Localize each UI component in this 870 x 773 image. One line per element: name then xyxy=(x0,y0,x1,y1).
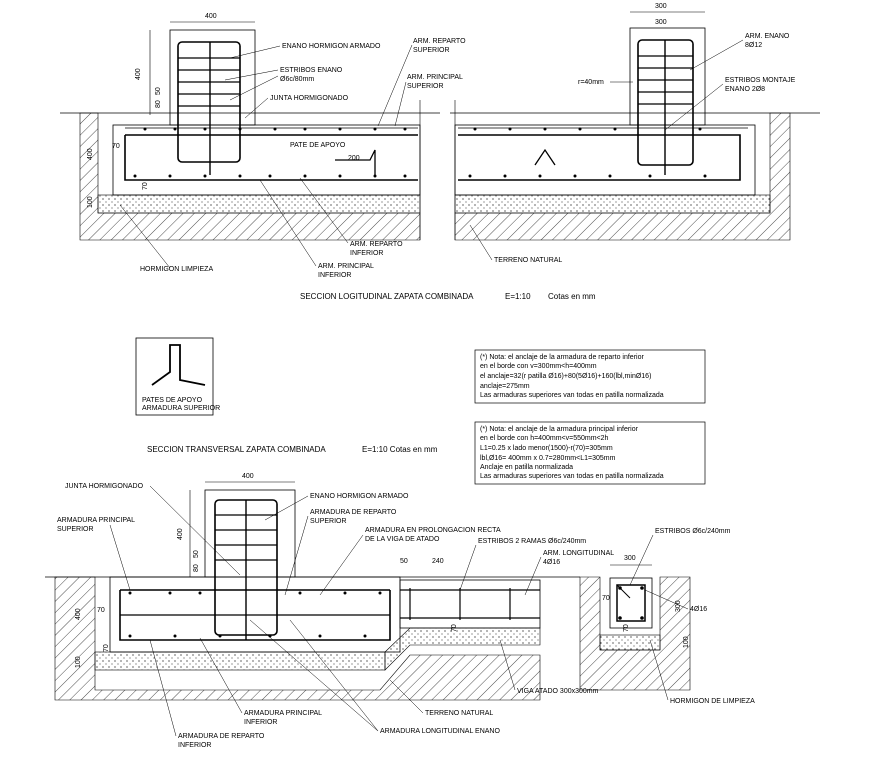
pates-label-2: ARMADURA SUPERIOR xyxy=(142,405,220,412)
b-dim-100: 100 xyxy=(75,656,82,668)
b-label-principal-sup-2: SUPERIOR xyxy=(57,526,94,533)
note1-line1: (*) Nota: el anclaje de la armadura de r… xyxy=(480,354,644,361)
bottom-section-scale: E=1:10 Cotas en mm xyxy=(362,445,438,454)
label-arm-enano-spec: 8Ø12 xyxy=(745,42,762,49)
note2-line2: en el borde con h=400mm<v=550mm<2h xyxy=(480,435,609,442)
v-label-4016: 4Ø16 xyxy=(690,606,707,613)
label-pate-apoyo: PATE DE APOYO xyxy=(290,142,346,149)
b-label-long-1: ARM. LONGITUDINAL xyxy=(543,550,614,557)
dim-300-outer: 300 xyxy=(655,3,667,10)
v-dim-70b: 70 xyxy=(623,624,630,632)
label-junta: JUNTA HORMIGONADO xyxy=(270,95,349,102)
b-label-enano: ENANO HORMIGON ARMADO xyxy=(310,493,409,500)
note2-line1: (*) Nota: el anclaje de la armadura prin… xyxy=(480,426,639,433)
note2-line5: Anclaje en patilla normalizada xyxy=(480,464,573,471)
label-reparto-inf-1: ARM. REPARTO xyxy=(350,241,403,248)
b-label-estribos2: ESTRIBOS 2 RAMAS Ø6c/240mm xyxy=(478,538,586,545)
note1-line4: anclaje=275mm xyxy=(480,383,530,390)
v-dim-70: 70 xyxy=(602,595,610,602)
dim-200: 200 xyxy=(348,155,360,162)
b-dim-70b: 70 xyxy=(103,644,110,652)
v-label-estribos: ESTRIBOS Ø6c/240mm xyxy=(655,528,731,535)
pates-label-1: PATES DE APOYO xyxy=(142,397,203,404)
top-section-scale: E=1:10 xyxy=(505,292,531,301)
note2-line6: Las armaduras superiores van todas en pa… xyxy=(480,473,664,480)
label-principal-inf-2: INFERIOR xyxy=(318,272,351,279)
note2-line3: L1=0.25 x lado menor(1500)-r(70)=305mm xyxy=(480,445,613,452)
b-dim-240: 240 xyxy=(432,558,444,565)
label-principal-inf-1: ARM. PRINCIPAL xyxy=(318,263,374,270)
b-label-prolong-2: DE LA VIGA DE ATADO xyxy=(365,536,440,543)
b-dim-400-left: 400 xyxy=(75,608,82,620)
label-estribos-montaje: ESTRIBOS MONTAJE xyxy=(725,77,796,84)
dim-100: 100 xyxy=(87,196,94,208)
b-label-reparto-sup-2: SUPERIOR xyxy=(310,518,347,525)
b-label-junta: JUNTA HORMIGONADO xyxy=(65,483,144,490)
note1-line3: el anclaje=32(r patilla Ø16)+80(5Ø16)+16… xyxy=(480,373,651,380)
b-dim-80: 80 xyxy=(193,564,200,572)
label-hormigon-limpieza: HORMIGON LIMPIEZA xyxy=(140,266,213,273)
b-dim-70c: 70 xyxy=(451,624,458,632)
note1-line2: en el borde con v=300mm<h=400mm xyxy=(480,363,597,370)
label-enano-hormigon: ENANO HORMIGON ARMADO xyxy=(282,43,381,50)
b-label-principal-inf-2: INFERIOR xyxy=(244,719,277,726)
b-label-viga: VIGA ATADO 300x300mm xyxy=(517,688,599,695)
bottom-section-title: SECCION TRANSVERSAL ZAPATA COMBINADA xyxy=(147,445,326,454)
label-principal-sup-1: ARM. PRINCIPAL xyxy=(407,74,463,81)
note1-line5: Las armaduras superiores van todas en pa… xyxy=(480,392,664,399)
note-box-2: (*) Nota: el anclaje de la armadura prin… xyxy=(474,421,706,485)
b-dim-400: 400 xyxy=(242,473,254,480)
label-estribos-montaje-spec: ENANO 2Ø8 xyxy=(725,86,765,93)
b-dim-h400: 400 xyxy=(177,528,184,540)
b-label-reparto-inf-2: INFERIOR xyxy=(178,742,211,749)
top-section-units: Cotas en mm xyxy=(548,292,596,301)
note-box-1: (*) Nota: el anclaje de la armadura de r… xyxy=(474,349,706,404)
top-longitudinal-section: 400 400 80 50 70 70 400 100 200 300 300 … xyxy=(60,3,820,301)
label-arm-enano: ARM. ENANO xyxy=(745,33,790,40)
b-label-terreno: TERRENO NATURAL xyxy=(425,710,493,717)
pates-detail-box: PATES DE APOYO ARMADURA SUPERIOR xyxy=(135,337,220,416)
label-estribos-enano-spec: Ø6c/80mm xyxy=(280,76,314,83)
label-principal-sup-2: SUPERIOR xyxy=(407,83,444,90)
bottom-transversal-section: SECCION TRANSVERSAL ZAPATA COMBINADA E=1… xyxy=(45,445,755,749)
dim-height-400: 400 xyxy=(135,68,142,80)
b-label-reparto-sup-1: ARMADURA DE REPARTO xyxy=(310,509,397,516)
top-section-title: SECCION LOGITUDINAL ZAPATA COMBINADA xyxy=(300,292,474,301)
v-dim-300: 300 xyxy=(624,555,636,562)
b-label-long-2: 4Ø16 xyxy=(543,559,560,566)
b-dim-70a: 70 xyxy=(97,607,105,614)
b-label-principal-sup-1: ARMADURA PRINCIPAL xyxy=(57,517,135,524)
v-dim-h300: 300 xyxy=(675,600,682,612)
label-reparto-inf-2: INFERIOR xyxy=(350,250,383,257)
v-label-hormigon-limpieza: HORMIGON DE LIMPIEZA xyxy=(670,698,755,705)
dim-300-inner: 300 xyxy=(655,19,667,26)
b-label-principal-inf-1: ARMADURA PRINCIPAL xyxy=(244,710,322,717)
label-estribos-enano: ESTRIBOS ENANO xyxy=(280,67,343,74)
b-dim-50b: 50 xyxy=(400,558,408,565)
b-label-prolong-1: ARMADURA EN PROLONGACION RECTA xyxy=(365,527,501,534)
label-recubrimiento: r=40mm xyxy=(578,79,604,86)
dim-width-400: 400 xyxy=(205,13,217,20)
label-terreno-natural: TERRENO NATURAL xyxy=(494,257,562,264)
dim-70a: 70 xyxy=(112,143,120,150)
v-dim-100: 100 xyxy=(683,636,690,648)
label-reparto-sup-1: ARM. REPARTO xyxy=(413,38,466,45)
note2-line4: lbl,Ø16= 400mm x 0.7=280mm<L1=305mm xyxy=(480,455,616,462)
b-label-reparto-inf-1: ARMADURA DE REPARTO xyxy=(178,733,265,740)
label-reparto-sup-2: SUPERIOR xyxy=(413,47,450,54)
dim-80: 80 xyxy=(155,100,162,108)
dim-400-left: 400 xyxy=(87,148,94,160)
dim-70b: 70 xyxy=(142,182,149,190)
b-label-long-enano: ARMADURA LONGITUDINAL ENANO xyxy=(380,728,500,735)
dim-50: 50 xyxy=(155,87,162,95)
b-dim-50: 50 xyxy=(193,550,200,558)
